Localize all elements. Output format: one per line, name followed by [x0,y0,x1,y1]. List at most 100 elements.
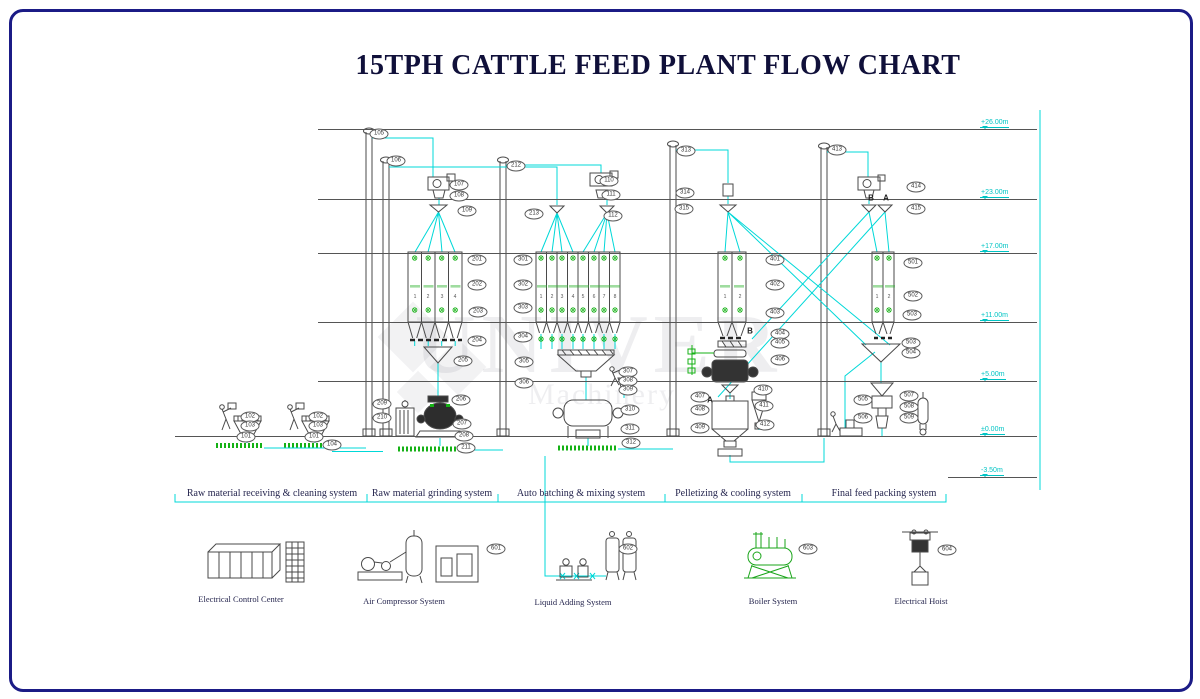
equipment-number-bubble: 509 [899,412,919,424]
liquid-adding-system [556,531,637,581]
elevation-label: -3.50m [980,467,1004,477]
chute-letter: A [707,395,713,405]
pelletizing [687,251,767,457]
chute-letter: B [747,326,753,336]
watermark-subtext: Machinery [528,378,676,411]
equipment-number-bubble: 407 [690,391,710,403]
equipment-number-bubble: 107 [449,179,469,191]
electrical-control-center [207,541,305,583]
section-label: Raw material receiving & cleaning system [186,488,358,499]
equipment-number-bubble: 303 [513,302,533,314]
equipment-number-bubble: 304 [513,331,533,343]
equipment-number-bubble: 208 [454,430,474,442]
page-title: 15TPH CATTLE FEED PLANT FLOW CHART [355,50,961,81]
equipment-number-bubble: 505 [853,394,873,406]
equipment-number-bubble: 408 [690,404,710,416]
equipment-number-bubble: 212 [506,160,526,172]
equipment-number-bubble: 103 [308,420,328,432]
equipment-number-bubble: 405 [770,337,790,349]
equipment-number-bubble: 508 [899,401,919,413]
bin-cell-number: 2 [550,294,554,300]
elevation-line [318,199,1037,200]
grinding-bins [407,251,463,364]
equipment-number-bubble: 411 [754,400,774,412]
equipment-caption: Electrical Control Center [198,594,284,604]
equipment-number-bubble: 210 [372,412,392,424]
packing [830,251,929,437]
equipment-number-bubble: 101 [236,431,256,443]
equipment-number-bubble: 108 [449,190,469,202]
equipment-number-bubble: 106 [386,155,406,167]
equipment-number-bubble: 202 [467,279,487,291]
equipment-number-bubble: 604 [937,544,957,556]
equipment-number-bubble: 601 [486,543,506,555]
equipment-number-bubble: 203 [468,306,488,318]
equipment-number-bubble: 313 [676,145,696,157]
equipment-number-bubble: 310 [620,404,640,416]
equipment-number-bubble: 204 [467,335,487,347]
equipment-number-bubble: 314 [675,187,695,199]
bin-cell-number: 6 [592,294,596,300]
equipment-number-bubble: 101 [304,431,324,443]
elevation-label: +23.00m [980,189,1010,199]
equipment-number-bubble: 109 [457,205,477,217]
equipment-number-bubble: 403 [765,307,785,319]
equipment-number-bubble: 603 [798,543,818,555]
bin-cell-number: 5 [581,294,585,300]
equipment-number-bubble: 506 [853,412,873,424]
equipment-number-bubble: 402 [765,279,785,291]
electrical-hoist [902,529,938,586]
bin-cell-number: 4 [453,294,457,300]
bin-cell-number: 4 [571,294,575,300]
equipment-number-bubble: 315 [674,203,694,215]
equipment-number-bubble: 201 [467,254,487,266]
cleaner-units [427,170,894,214]
equipment-number-bubble: 414 [906,181,926,193]
equipment-number-bubble: 213 [524,208,544,220]
equipment-number-bubble: 302 [513,279,533,291]
bin-cell-number: 2 [426,294,430,300]
elevation-label: +17.00m [980,243,1010,253]
elevation-line [948,477,1037,478]
bin-cell-number: 8 [613,294,617,300]
equipment-number-bubble: 401 [765,254,785,266]
equipment-number-bubble: 306 [514,377,534,389]
section-label: Final feed packing system [831,488,937,499]
equipment-number-bubble: 413 [827,144,847,156]
bin-cell-number: 1 [539,294,543,300]
equipment-number-bubble: 211 [456,442,476,454]
equipment-caption: Boiler System [748,596,798,606]
elevation-label: +11.00m [980,312,1009,322]
equipment-number-bubble: 501 [903,257,923,269]
equipment-number-bubble: 104 [322,439,342,451]
boiler-system [744,532,796,579]
bin-cell-number: 3 [560,294,564,300]
elevation-label: +26.00m [980,119,1010,129]
equipment-number-bubble: 503 [902,309,922,321]
equipment-number-bubble: 312 [621,437,641,449]
section-label: Pelletizing & cooling system [675,488,791,499]
equipment-number-bubble: 602 [618,543,638,555]
equipment-number-bubble: 112 [603,210,623,222]
sheet-border [9,9,1193,692]
chute-letter: B [868,193,874,203]
equipment-number-bubble: 305 [514,356,534,368]
bin-cell-number: 3 [440,294,444,300]
equipment-caption: Air Compressor System [363,596,445,606]
equipment-number-bubble: 504 [901,347,921,359]
equipment-number-bubble: 311 [620,423,640,435]
equipment-number-bubble: 111 [601,189,621,201]
equipment-number-bubble: 410 [753,384,773,396]
elevation-line [318,253,1037,254]
equipment-number-bubble: 207 [452,418,472,430]
equipment-number-bubble: 301 [513,254,533,266]
bin-cell-number: 2 [887,294,891,300]
equipment-number-bubble: 406 [770,354,790,366]
elevation-line [175,436,1037,437]
equipment-number-bubble: 206 [451,394,471,406]
equipment-number-bubble: 103 [240,420,260,432]
section-label: Auto batching & mixing system [516,488,646,499]
elevation-line [318,381,1037,382]
